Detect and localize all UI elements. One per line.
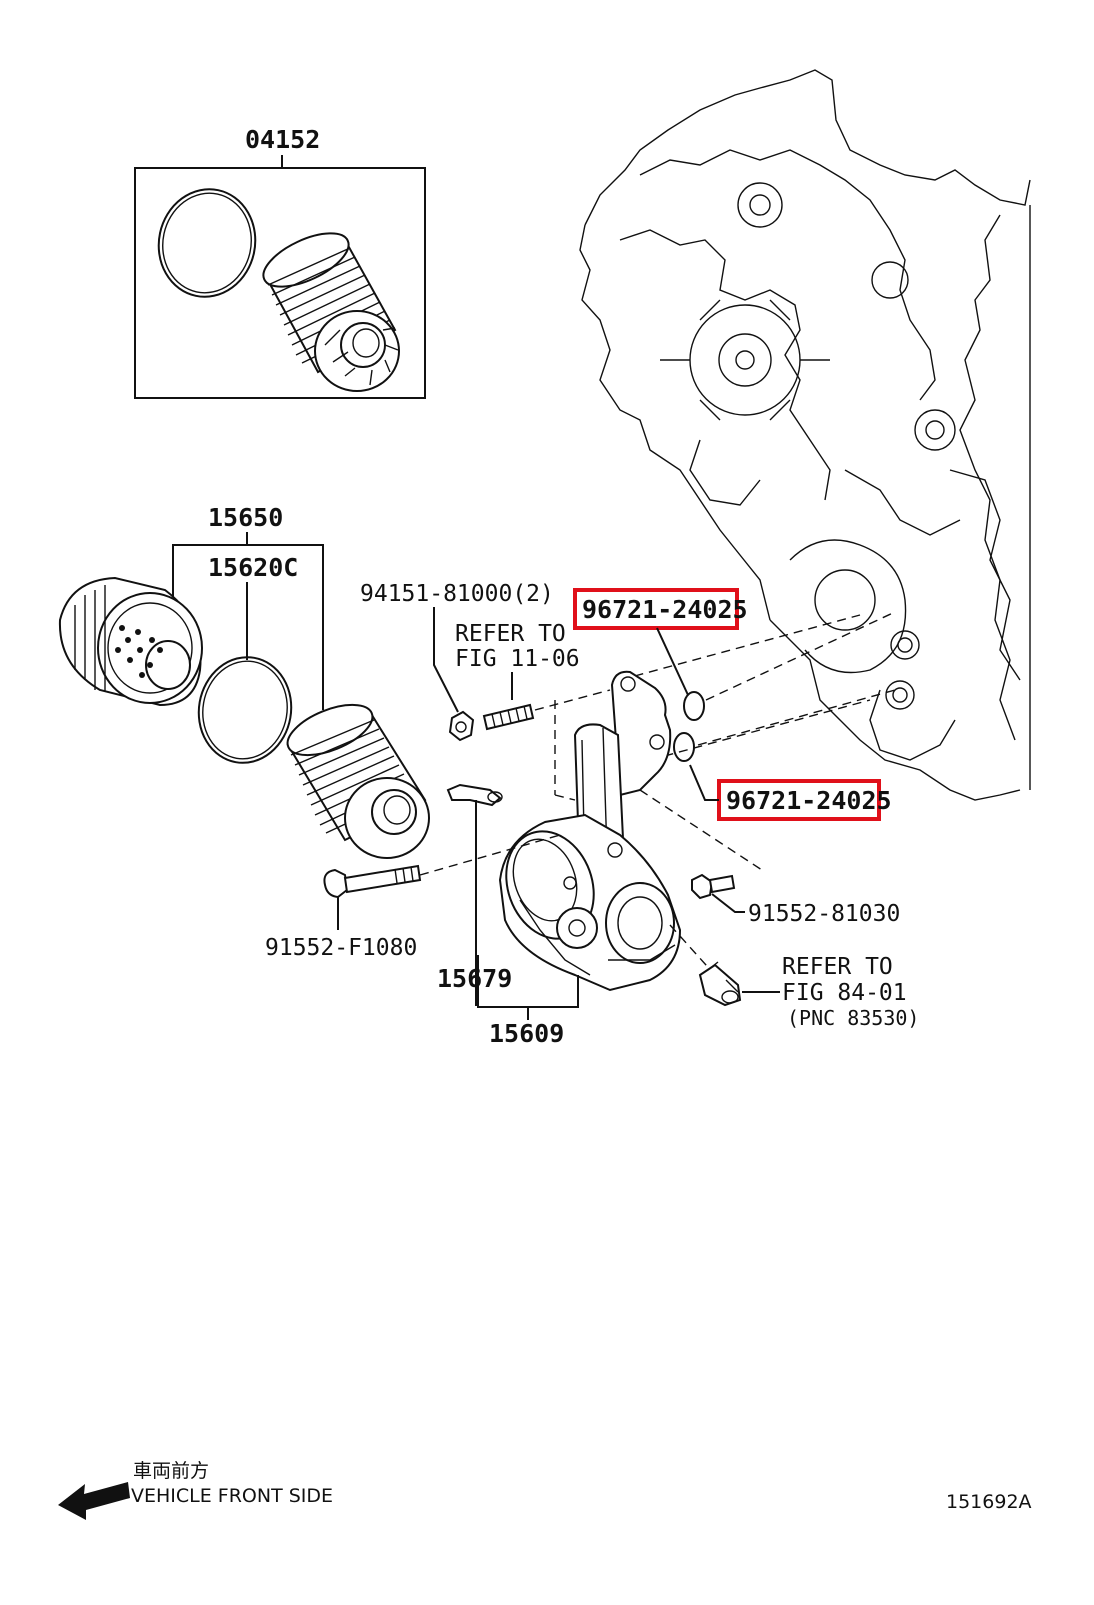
label-94151[interactable]: 94151-81000(2) <box>360 581 554 607</box>
nut-shape <box>448 710 475 742</box>
kit-box <box>134 167 426 399</box>
label-15620c[interactable]: 15620C <box>208 553 298 582</box>
direction-japanese: 車両前方 <box>133 1460 209 1482</box>
label-15679[interactable]: 15679 <box>437 964 512 993</box>
part-94151-group: 94151-81000(2) REFER TO FIG 11-06 <box>360 581 611 742</box>
oil-filter-housing-group <box>419 670 766 992</box>
figure-id: 151692A <box>946 1491 1032 1513</box>
gasket-ring-bottom <box>673 732 695 762</box>
part-15650-group: 15650 15620C <box>58 503 430 859</box>
footer: 車両前方 VEHICLE FRONT SIDE 151692A <box>58 1460 1032 1520</box>
cap-o-ring-shape <box>197 656 293 764</box>
part-91552-f1080-group: 91552-F1080 <box>265 864 422 961</box>
refer-pnc-83530: (PNC 83530) <box>787 1006 919 1030</box>
refer-fig-84-01-line2[interactable]: FIG 84-01 <box>782 980 907 1006</box>
label-15609[interactable]: 15609 <box>489 1019 564 1048</box>
filter-cap-shape <box>58 576 203 707</box>
label-15650[interactable]: 15650 <box>208 503 283 532</box>
sensor-shape <box>698 963 742 1007</box>
part-15679-group: 15679 15609 <box>437 783 579 1048</box>
stud-shape <box>482 703 535 731</box>
part-96721-group: 96721-24025 96721-24025 <box>554 588 896 821</box>
refer-fig-11-06-line1[interactable]: REFER TO <box>455 621 566 647</box>
label-91552-f1080[interactable]: 91552-F1080 <box>265 935 417 961</box>
filter-element-shape <box>262 232 400 392</box>
part-04152-group: 04152 <box>134 125 426 399</box>
direction-english: VEHICLE FRONT SIDE <box>131 1485 333 1507</box>
engine-block-drawing <box>579 69 1031 801</box>
refer-fig-84-01-line1[interactable]: REFER TO <box>782 954 893 980</box>
label-04152[interactable]: 04152 <box>245 125 320 154</box>
label-91552-81030[interactable]: 91552-81030 <box>748 901 900 927</box>
arrow-left-icon <box>58 1482 130 1520</box>
refer-fig-11-06-line2[interactable]: FIG 11-06 <box>455 646 580 672</box>
short-bolt-head <box>691 873 714 900</box>
highlight-box-96721-top <box>573 588 739 630</box>
gasket-ring-top <box>683 691 705 721</box>
label-96721-top[interactable]: 96721-24025 <box>582 595 748 624</box>
housing-flange-shape <box>610 670 672 797</box>
filter-element-2-shape <box>286 703 430 859</box>
o-ring-shape <box>157 188 257 298</box>
long-bolt-head <box>323 868 349 899</box>
long-bolt-shank <box>343 864 422 894</box>
label-96721-bottom[interactable]: 96721-24025 <box>726 786 892 815</box>
oil-pressure-sensor-group: REFER TO FIG 84-01 (PNC 83530) <box>698 954 919 1030</box>
part-91552-81030-group: 91552-81030 <box>691 873 900 927</box>
